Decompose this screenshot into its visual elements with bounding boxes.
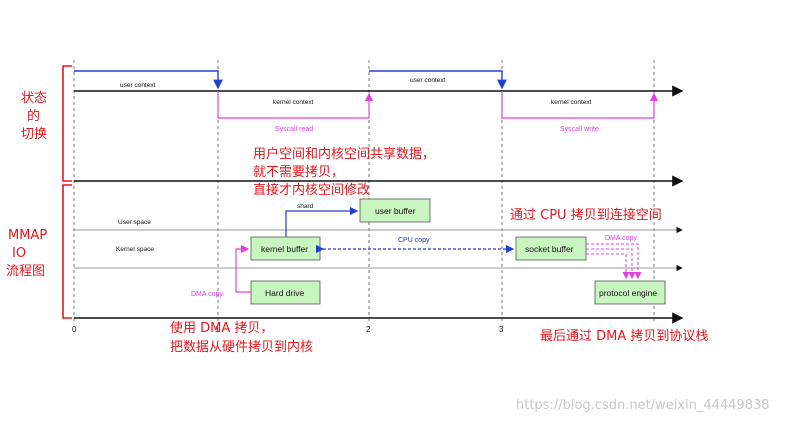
cpu-copy-note: 通过 CPU 拷贝到连接空间 [510,207,662,223]
user-buffer-box: user buffer [359,198,431,223]
syscall-read-label: Syscall read [275,126,313,133]
dma-hw-note-2: 把数据从硬件拷贝到内核 [170,339,313,355]
dma-hw-note-1: 使用 DMA 拷贝， [170,320,273,336]
mmap-label-3: 流程图 [6,264,45,279]
state-label-1: 状态 [21,91,47,106]
svg-text:protocol engine: protocol engine [599,288,657,298]
mmap-label-1: MMAP [8,228,47,243]
shared-note-2: 就不需要拷贝， [253,165,344,180]
shared-note-3: 直接才内核空间修改 [253,182,370,198]
watermark: https://blog.csdn.net/weixin_44449838 [516,398,770,413]
dma-copy-left-arrow [235,244,251,293]
user-context-path [74,70,223,90]
socket-buffer-box: socket buffer [515,236,587,261]
protocol-engine-box: protocol engine [594,280,666,305]
tick-3: 3 [499,325,504,334]
mmap-bracket [62,184,72,319]
kernel-context-path [217,91,374,119]
kernel-buffer-box: kernel buffer [250,236,321,261]
dma-copy-right-arrows [586,243,642,279]
tick-0: 0 [72,325,77,334]
svg-text:kernel buffer: kernel buffer [261,244,308,254]
hard-drive-box: Hard drive [250,280,321,305]
dma-copy-left-label: DMA copy [191,291,223,298]
svg-text:socket buffer: socket buffer [525,244,574,254]
dma-proto-note: 最后通过 DMA 拷贝到协议栈 [540,329,708,344]
shard-label: shard [297,203,314,210]
shard-arrow [285,206,359,237]
dma-copy-right-label: DMA copy [605,235,637,242]
shared-note-1: 用户空间和内核空间共享数据， [253,146,435,162]
kernel-context-label-2: kernel context [551,99,592,106]
mmap-label-2: IO [12,246,26,261]
svg-text:user buffer: user buffer [375,206,416,216]
user-space-label: User space [118,219,151,226]
svg-text:Hard drive: Hard drive [265,288,304,298]
state-label-2: 的 [27,108,40,124]
kernel-context-label-1: kernel context [273,99,314,106]
user-context-label-1: user context [120,82,156,89]
cpu-copy-label: CPU copy [398,237,430,244]
tick-2: 2 [366,325,371,334]
tick-1: 1 [215,325,220,334]
kernel-space-label: Kernel space [116,246,154,253]
user-context-path-2 [369,70,507,90]
state-bracket [62,65,72,182]
state-label-3: 切换 [21,127,47,142]
kernel-context-path-2 [501,91,659,119]
user-context-label-2: user context [410,77,446,84]
syscall-write-label: Syscall write [560,126,599,133]
